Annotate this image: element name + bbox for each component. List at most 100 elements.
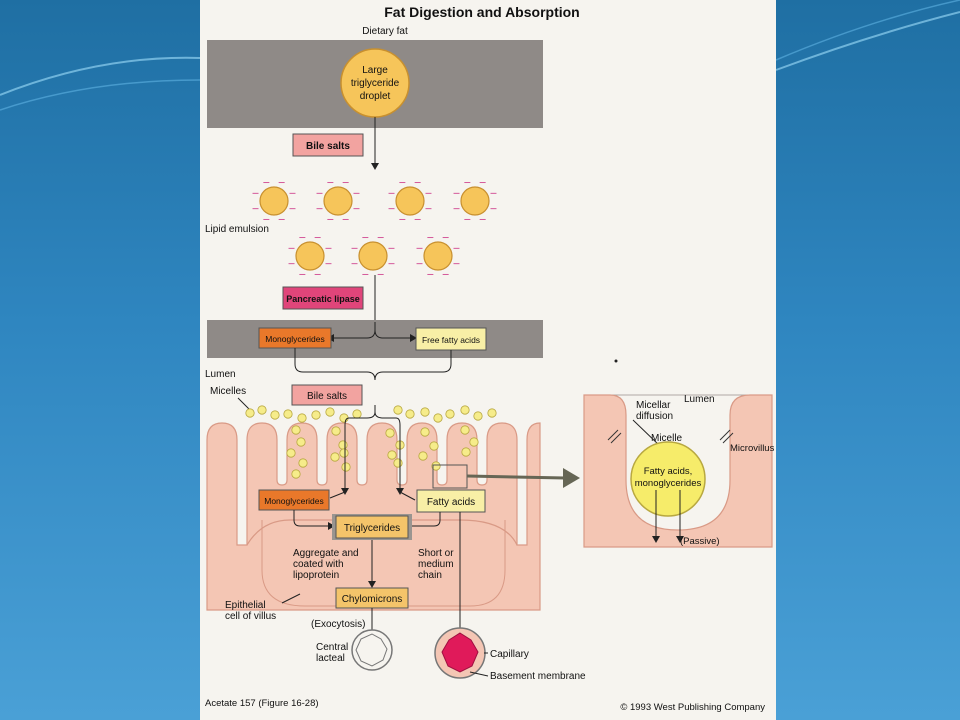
micelle-dot [420, 407, 430, 417]
arrow-to-monoglycerides-head [341, 488, 349, 495]
micelle-dot [460, 425, 470, 435]
inset-microvilli [583, 394, 773, 548]
basement-membrane-label: Basement membrane [490, 671, 586, 682]
micelle-dot [487, 408, 497, 418]
inset-break-right-2 [722, 432, 734, 444]
inset-lumen-label: Lumen [684, 394, 715, 405]
emulsion-droplet [395, 186, 425, 216]
basement-membrane-pointer [469, 671, 489, 677]
micelles-pointer [237, 397, 251, 411]
central-lacteal-label-2: lacteal [316, 653, 345, 664]
micelle-dot [352, 409, 362, 419]
inset-fatty-label-2: monoglycerides [635, 478, 702, 489]
arrow-mono-to-tri-head [328, 522, 335, 530]
emulsion-droplet [358, 241, 388, 271]
bile-salts-box-top [292, 133, 364, 157]
epithelial-label-1: Epithelial [225, 600, 266, 611]
dietary-fat-label: Dietary fat [362, 26, 408, 37]
triglycerides-label: Triglycerides [344, 523, 400, 534]
micellar-diffusion-label-2: diffusion [636, 411, 673, 422]
micelle-dot [325, 407, 335, 417]
fatty-acids-box [416, 489, 486, 513]
copyright-label: © 1993 West Publishing Company [620, 702, 765, 713]
arrow-tri-to-chylo-head [368, 581, 376, 588]
lumen-label: Lumen [205, 369, 236, 380]
emulsion-droplet [259, 186, 289, 216]
micelle-dot [341, 462, 351, 472]
arrow-mono-to-tri [293, 510, 328, 527]
micelle-dot [338, 440, 348, 450]
micelle-dot [298, 458, 308, 468]
zoom-arrow-head [563, 468, 580, 488]
micelle-dot [429, 441, 439, 451]
central-lacteal-label-1: Central [316, 642, 348, 653]
converge-arrow-right [374, 350, 452, 381]
split-arrow-right [374, 329, 410, 339]
capillary-blood [441, 632, 479, 673]
micelle-dot [473, 411, 483, 421]
arrow-fa-to-tri [412, 512, 441, 527]
micelle-dot [393, 458, 403, 468]
micelle-dot [445, 409, 455, 419]
micelle-dot [245, 408, 255, 418]
micelle-dot [460, 405, 470, 415]
arrow-fa-right [399, 491, 416, 501]
micelles-label: Micelles [210, 386, 246, 397]
microvillus-label: Microvillus [730, 443, 775, 454]
split-arrow-right-head [410, 334, 417, 342]
micelle-dot [420, 427, 430, 437]
zoom-arrow-shaft [466, 474, 566, 480]
diffusion-arrow [632, 419, 661, 447]
inset-break-right-1 [719, 429, 731, 441]
inset-micelle [630, 441, 706, 517]
arrow-to-monoglycerides [344, 405, 376, 492]
short-chain-label-2: medium [418, 559, 454, 570]
micelle-dot [431, 461, 441, 471]
inset-fatty-label-1: Fatty acids, [644, 466, 693, 477]
micelle-dot [405, 409, 415, 419]
background-swoosh-left [0, 56, 201, 96]
micelle-label: Micelle [651, 433, 683, 444]
monoglycerides-label-upper: Monoglycerides [265, 334, 325, 344]
micelle-dot [286, 448, 296, 458]
arrow-mono-left [329, 491, 346, 499]
background-swoosh-right [775, 11, 960, 71]
aggregate-label-1: Aggregate and [293, 548, 359, 559]
pancreatic-lipase-label: Pancreatic lipase [286, 294, 360, 304]
pancreatic-lipase-box [282, 286, 364, 310]
converge-arrow-left [294, 348, 376, 381]
lipid-emulsion-droplets [252, 182, 497, 275]
inset-break-left-2 [610, 432, 622, 444]
passive-arrow-right-head [676, 536, 684, 543]
micelle-dot [257, 405, 267, 415]
short-chain-label-1: Short or [418, 548, 454, 559]
arrow-to-fatty-acids [374, 411, 401, 492]
micelle-dot [291, 469, 301, 479]
bile-salts-label-top: Bile salts [306, 141, 350, 152]
bile-salts-box-mid [291, 384, 363, 406]
free-fatty-acids-label: Free fatty acids [422, 335, 480, 345]
emulsion-droplet [295, 241, 325, 271]
micelle-dot [433, 413, 443, 423]
micelle-dot [393, 405, 403, 415]
micelle-dot [311, 410, 321, 420]
background-swoosh-right-2 [775, 0, 960, 61]
micelle-dot [296, 437, 306, 447]
passive-arrow-left-head [652, 536, 660, 543]
micelle-dot [297, 413, 307, 423]
inset-break-left-1 [607, 429, 619, 441]
passive-label: (Passive) [680, 536, 720, 547]
background-swoosh-left-2 [0, 79, 201, 111]
epithelial-pointer [281, 593, 301, 604]
micelle-dots [245, 405, 497, 479]
droplet-label-2: triglyceride [351, 78, 400, 89]
arrow-head [371, 163, 379, 170]
micelle-dot [339, 448, 349, 458]
micelle-dot [339, 413, 349, 423]
micelle-dot [385, 428, 395, 438]
stray-dot [614, 359, 618, 363]
emulsion-droplet [423, 241, 453, 271]
fatty-acids-label: Fatty acids [427, 497, 475, 508]
micelle-dot [270, 410, 280, 420]
